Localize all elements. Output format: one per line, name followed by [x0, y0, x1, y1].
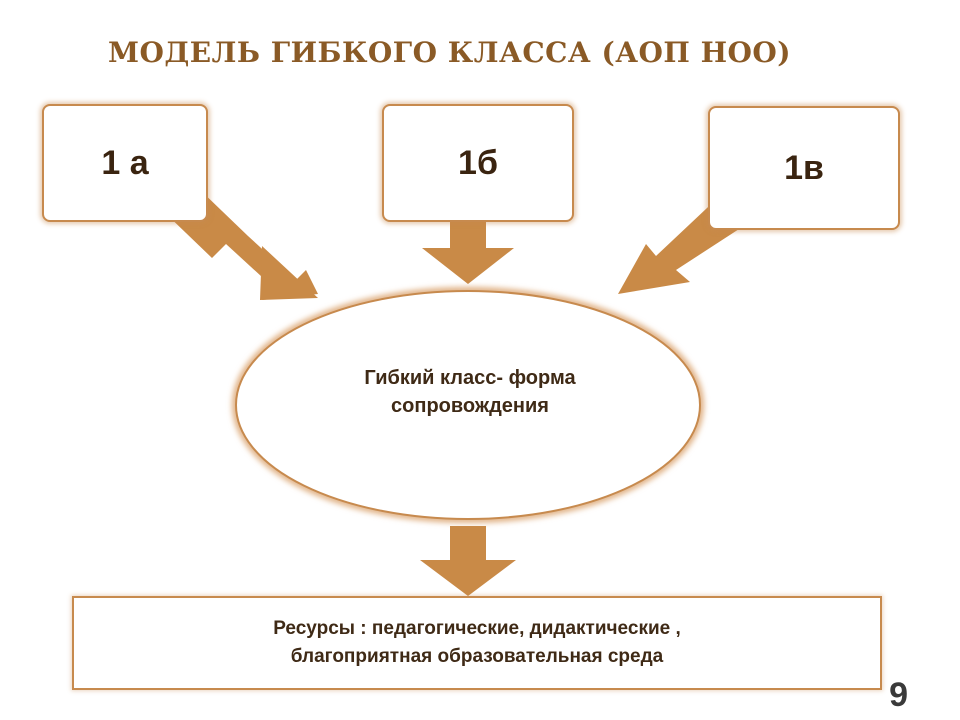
center-text: Гибкий класс- форма сопровождения [300, 364, 640, 420]
resources-line1: Ресурсы : педагогические, дидактические … [273, 618, 681, 639]
arrow-center-to-resources [420, 526, 516, 596]
arrow-left-head [260, 246, 318, 300]
class-label-1v: 1в [784, 148, 824, 187]
class-label-1a: 1 а [101, 143, 149, 182]
page-number: 9 [889, 676, 908, 714]
class-box-1a: 1 а [42, 104, 208, 222]
arrow-middle-to-center [422, 222, 514, 284]
center-text-line2: сопровождения [391, 395, 549, 417]
class-box-1b: 1б [382, 104, 574, 222]
center-text-line1: Гибкий класс- форма [364, 367, 576, 389]
slide-title: МОДЕЛЬ ГИБКОГО КЛАССА (АОП НОО) [108, 36, 792, 69]
center-ellipse [235, 290, 701, 520]
resources-line2: благоприятная образовательная среда [290, 646, 664, 667]
class-box-1v: 1в [708, 106, 900, 230]
class-label-1b: 1б [458, 143, 498, 182]
resources-box: Ресурсы : педагогические, дидактические … [72, 596, 882, 690]
